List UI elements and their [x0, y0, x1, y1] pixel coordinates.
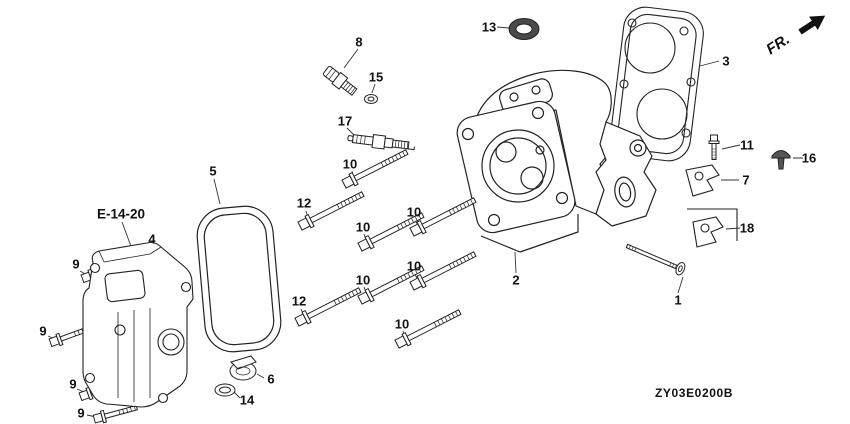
callout-14: 14 — [239, 392, 255, 408]
cylinder-head-cover-drawing — [82, 241, 194, 408]
callout-6: 6 — [267, 371, 275, 387]
bolt-11 — [708, 134, 720, 160]
stud-bolt-drawing — [625, 243, 686, 276]
callout-5: 5 — [209, 163, 217, 179]
callout-10-f: 10 — [394, 316, 410, 332]
callout-16: 16 — [801, 150, 817, 166]
cap-seal-drawing — [214, 383, 236, 397]
head-bolts — [293, 145, 479, 351]
callout-9-a: 9 — [72, 256, 80, 272]
callout-9-d: 9 — [77, 405, 85, 421]
cylinder-head-drawing — [456, 69, 657, 253]
callout-18: 18 — [739, 220, 755, 236]
clip-drawing — [771, 150, 791, 170]
callout-13: 13 — [481, 19, 497, 35]
oil-seal-drawing — [508, 18, 540, 40]
callout-9-b: 9 — [39, 323, 47, 339]
callout-12-b: 12 — [291, 293, 307, 309]
callout-9-c: 9 — [69, 376, 77, 392]
filler-cap-drawing — [229, 355, 257, 381]
callout-10-d: 10 — [406, 258, 422, 274]
callout-8: 8 — [355, 34, 363, 50]
callout-15: 15 — [368, 69, 384, 85]
callout-10-c: 10 — [355, 219, 371, 235]
callout-10-e: 10 — [355, 272, 371, 288]
bracket-7-drawing — [685, 164, 720, 197]
callout-17: 17 — [337, 113, 353, 129]
sensor-drawing — [322, 65, 358, 97]
callout-10-b: 10 — [406, 204, 422, 220]
cover-gasket-drawing — [196, 205, 282, 353]
front-arrow-icon — [798, 15, 826, 35]
callout-12-a: 12 — [296, 195, 312, 211]
callout-2: 2 — [512, 272, 520, 288]
callout-4: 4 — [148, 231, 156, 247]
diagram-code: ZY03E0200B — [655, 386, 734, 400]
callout-3: 3 — [722, 53, 730, 69]
washer-drawing — [364, 94, 378, 104]
spark-plug-drawing — [347, 134, 415, 151]
callout-10-a: 10 — [342, 156, 358, 172]
callout-7: 7 — [742, 172, 750, 188]
reference-label: E-14-20 — [96, 206, 146, 222]
callout-11: 11 — [740, 137, 754, 153]
callout-1: 1 — [674, 292, 682, 308]
bracket-18-drawing — [687, 208, 738, 248]
